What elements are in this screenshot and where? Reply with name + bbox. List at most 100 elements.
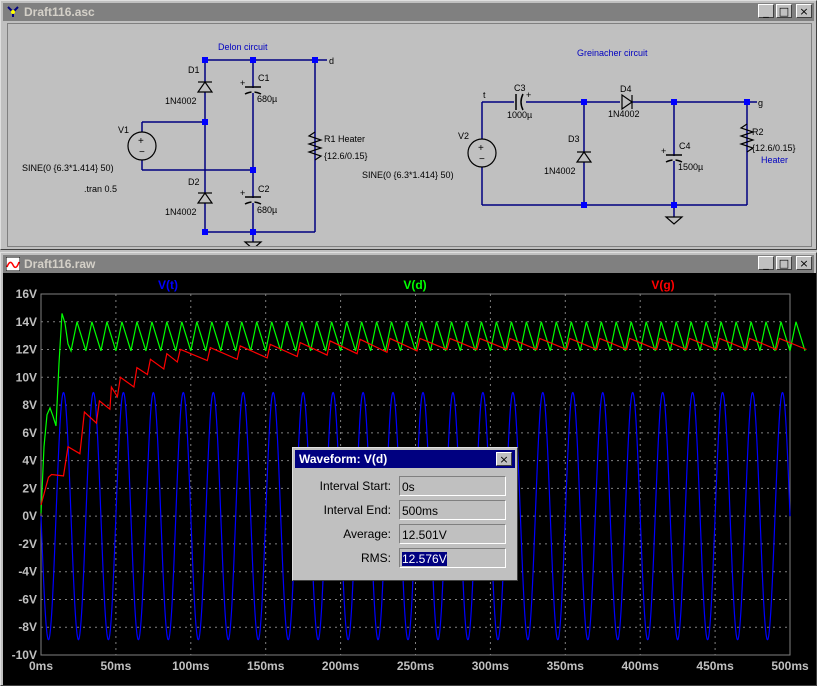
- maximize-button[interactable]: □: [776, 256, 792, 270]
- dialog-titlebar[interactable]: Waveform: V(d) ×: [295, 450, 515, 468]
- interval-end-label: Interval End:: [323, 503, 391, 517]
- label-r2-name: Heater: [761, 155, 788, 165]
- y-tick-label: -2V: [18, 537, 37, 551]
- maximize-button[interactable]: □: [776, 4, 792, 18]
- waveform-title: Draft116.raw: [24, 257, 96, 271]
- svg-text:−: −: [139, 147, 145, 158]
- diode-d1-symbol[interactable]: [196, 80, 214, 93]
- label-c4: C4: [679, 141, 691, 151]
- label-d4-model: 1N4002: [608, 109, 640, 119]
- y-tick-label: 0V: [22, 509, 37, 523]
- label-d4: D4: [620, 84, 632, 94]
- series-v-g-line: [40, 337, 807, 506]
- y-tick-label: 10V: [16, 370, 37, 384]
- y-tick-label: -10V: [12, 648, 37, 662]
- interval-start-label: Interval Start:: [319, 479, 391, 493]
- label-d2-model: 1N4002: [165, 207, 197, 217]
- interval-end-field[interactable]: 500ms: [399, 500, 506, 520]
- average-field[interactable]: 12.501V: [399, 524, 506, 544]
- x-tick-label: 300ms: [472, 659, 510, 673]
- minimize-button[interactable]: _: [758, 256, 774, 270]
- node-t: t: [483, 90, 486, 100]
- close-button[interactable]: ×: [796, 256, 812, 270]
- dialog-title: Waveform: V(d): [299, 452, 388, 466]
- voltage-source-v2-symbol[interactable]: +−: [467, 138, 497, 168]
- x-tick-label: 450ms: [696, 659, 734, 673]
- svg-text:+: +: [138, 136, 144, 147]
- label-d3: D3: [568, 134, 580, 144]
- average-label: Average:: [343, 527, 391, 541]
- minimize-button[interactable]: _: [758, 4, 774, 18]
- svg-text:+: +: [240, 78, 245, 88]
- legend-vg[interactable]: V(g): [651, 278, 674, 292]
- close-button[interactable]: ×: [796, 4, 812, 18]
- label-r1-val: {12.6/0.15}: [324, 151, 368, 161]
- resistor-r1-symbol[interactable]: [307, 131, 323, 161]
- label-d3-model: 1N4002: [544, 166, 576, 176]
- x-tick-label: 350ms: [547, 659, 585, 673]
- x-tick-label: 100ms: [172, 659, 210, 673]
- waveform-stats-dialog: Waveform: V(d) × Interval Start: 0s Inte…: [292, 447, 518, 581]
- schematic-canvas[interactable]: ++++ +− +− Delon circuit Gre: [7, 23, 812, 247]
- label-c3-val: 1000µ: [507, 110, 532, 120]
- svg-text:+: +: [661, 146, 666, 156]
- legend-vt[interactable]: V(t): [158, 278, 178, 292]
- y-tick-label: 14V: [16, 315, 37, 329]
- label-v1: V1: [118, 125, 129, 135]
- circuit1-title: Delon circuit: [218, 42, 268, 52]
- label-c1: C1: [258, 73, 270, 83]
- rms-value: 12.576V: [402, 552, 447, 566]
- dialog-close-button[interactable]: ×: [496, 452, 512, 466]
- label-d1: D1: [188, 65, 200, 75]
- label-d2: D2: [188, 177, 200, 187]
- y-tick-label: 12V: [16, 343, 37, 357]
- ground-icon: [243, 241, 263, 246]
- y-tick-label: -8V: [18, 620, 37, 634]
- capacitor-c3-symbol[interactable]: [515, 93, 524, 111]
- label-c3: C3: [514, 83, 526, 93]
- label-r2-val: {12.6/0.15}: [752, 143, 796, 153]
- label-v2: V2: [458, 131, 469, 141]
- label-c2: C2: [258, 184, 270, 194]
- tran-directive: .tran 0.5: [84, 184, 117, 194]
- schematic-title: Draft116.asc: [24, 5, 95, 19]
- svg-text:−: −: [479, 154, 485, 165]
- circuit2-title: Greinacher circuit: [577, 48, 648, 58]
- schematic-titlebar[interactable]: Draft116.asc _ □ ×: [3, 3, 814, 21]
- ground-icon: [664, 216, 684, 225]
- resistor-r2-symbol[interactable]: [739, 123, 755, 153]
- y-tick-label: 4V: [22, 454, 37, 468]
- node-g: g: [758, 98, 763, 108]
- x-tick-label: 200ms: [322, 659, 360, 673]
- rms-field[interactable]: 12.576V: [399, 548, 506, 568]
- svg-text:+: +: [240, 188, 245, 198]
- y-tick-label: -4V: [18, 565, 37, 579]
- x-tick-label: 400ms: [622, 659, 660, 673]
- legend-vd[interactable]: V(d): [403, 278, 426, 292]
- y-tick-label: 8V: [22, 398, 37, 412]
- label-c1-val: 680µ: [257, 94, 277, 104]
- x-tick-label: 500ms: [771, 659, 809, 673]
- schematic-window: Draft116.asc _ □ ×: [0, 0, 817, 250]
- node-d: d: [329, 56, 334, 66]
- series-v-d-line: [40, 313, 806, 514]
- voltage-source-v1-symbol[interactable]: +−: [127, 131, 157, 161]
- y-tick-label: 6V: [22, 426, 37, 440]
- svg-text:+: +: [478, 143, 484, 154]
- rms-label: RMS:: [361, 551, 391, 565]
- interval-start-field[interactable]: 0s: [399, 476, 506, 496]
- label-c2-val: 680µ: [257, 205, 277, 215]
- waveform-titlebar[interactable]: Draft116.raw _ □ ×: [3, 255, 814, 273]
- svg-text:+: +: [526, 90, 531, 100]
- label-r1: R1 Heater: [324, 134, 365, 144]
- x-tick-label: 0ms: [29, 659, 53, 673]
- label-d1-model: 1N4002: [165, 96, 197, 106]
- diode-d3-symbol[interactable]: [575, 150, 593, 163]
- label-v1-value: SINE(0 {6.3*1.414} 50): [22, 163, 114, 173]
- waveform-app-icon[interactable]: [6, 257, 20, 271]
- y-tick-label: 16V: [16, 287, 37, 301]
- schematic-app-icon[interactable]: [6, 5, 20, 19]
- diode-d2-symbol[interactable]: [196, 191, 214, 204]
- x-tick-label: 150ms: [247, 659, 285, 673]
- diode-d4-symbol[interactable]: [621, 93, 634, 111]
